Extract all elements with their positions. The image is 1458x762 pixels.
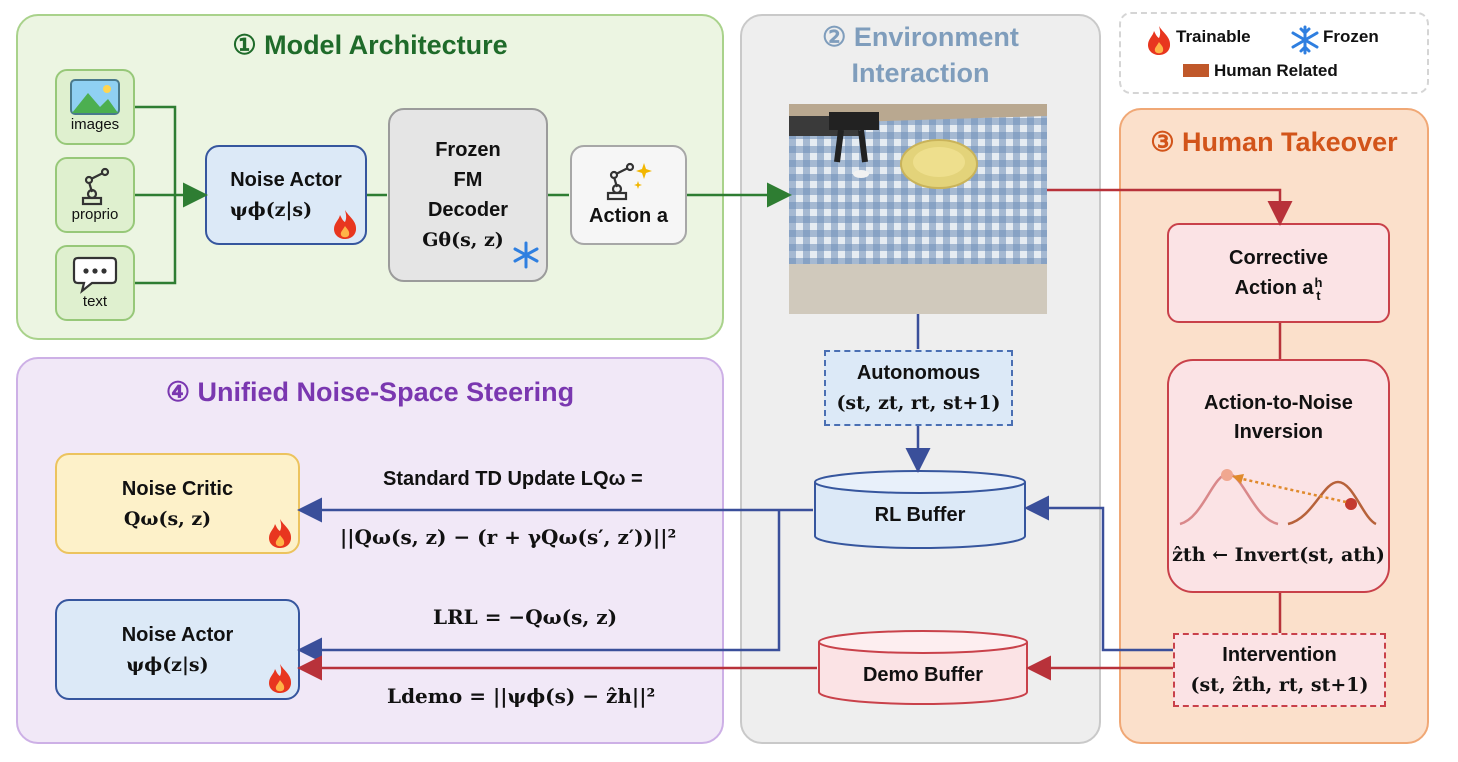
demo-loss-equation: Ldemo = ||ψϕ(s) − ẑh||² [387, 684, 656, 708]
autonomous-box: Autonomous (st, zt, rt, st+1) [824, 350, 1013, 426]
frozen-snowflake-icon [513, 241, 539, 269]
proprio-input-box: proprio [55, 157, 135, 233]
human-related-swatch [1183, 64, 1209, 77]
autonomous-tuple: (st, zt, rt, st+1) [836, 392, 1001, 414]
text-label: text [82, 293, 108, 310]
legend-frozen-label: Frozen [1323, 27, 1379, 46]
chat-bubble-icon [72, 256, 118, 294]
environment-title-line1: ② Environment [822, 22, 1019, 52]
trainable-flame-icon [1148, 26, 1171, 55]
noise-actor-bottom-box: Noise Actor ψϕ(z|s) [55, 599, 300, 700]
noise-actor-bottom-formula: ψϕ(z|s) [126, 653, 209, 676]
frozen-snowflake-icon [1291, 25, 1319, 55]
noise-critic-formula: Qω(s, z) [123, 507, 212, 530]
image-icon [70, 79, 120, 115]
decoder-formula: Gθ(s, z) [422, 229, 504, 251]
trainable-flame-icon [269, 519, 292, 548]
rl-buffer-label: RL Buffer [874, 504, 966, 526]
action-box: Action a [570, 145, 687, 245]
inversion-box [1167, 359, 1390, 593]
inversion-distribution-plot [1179, 469, 1377, 526]
trainable-flame-icon [334, 210, 357, 239]
inversion-formula: ẑth ← Invert(st, ath) [1172, 544, 1385, 566]
model-architecture-title: ① Model Architecture [232, 30, 508, 60]
action-label: Action a [589, 205, 668, 227]
demo-buffer-label: Demo Buffer [862, 664, 983, 686]
td-update-title: Standard TD Update LQω = [383, 468, 643, 490]
inversion-line1: Action-to-Noise [1204, 392, 1353, 414]
intervention-label: Intervention [1222, 644, 1337, 666]
decoder-line2: FM [453, 169, 483, 191]
corrective-line1: Corrective [1229, 247, 1328, 269]
intervention-box: Intervention (st, ẑth, rt, st+1) [1173, 633, 1386, 707]
demo-buffer-cylinder [818, 630, 1028, 705]
noise-critic-box: Noise Critic Qω(s, z) [55, 453, 300, 554]
noise-actor-bottom-label: Noise Actor [121, 623, 234, 646]
human-takeover-title: ③ Human Takeover [1150, 127, 1398, 157]
images-input-box: images [55, 69, 135, 145]
robot-scene-image [789, 104, 1047, 314]
rl-loss-equation: LRL = −Qω(s, z) [433, 605, 618, 629]
corrective-line2: Action a [1234, 277, 1314, 299]
text-input-box: text [55, 245, 135, 321]
robot-arm-sparkle-icon [606, 162, 652, 201]
images-label: images [70, 116, 120, 133]
autonomous-label: Autonomous [856, 362, 981, 384]
inversion-line2: Inversion [1234, 421, 1323, 443]
robot-arm-icon [81, 167, 110, 206]
td-update-equation: ||Qω(s, z) − (r + γQω(s′, z′))||² [340, 525, 677, 549]
proprio-label: proprio [71, 206, 119, 223]
legend [1119, 12, 1429, 94]
noise-space-title: ④ Unified Noise-Space Steering [165, 377, 575, 407]
decoder-line3: Decoder [427, 199, 509, 221]
frozen-decoder-box: Frozen FM Decoder Gθ(s, z) [388, 108, 548, 282]
decoder-line1: Frozen [435, 139, 501, 161]
trainable-flame-icon [269, 664, 292, 693]
legend-human-related-label: Human Related [1214, 61, 1338, 80]
corrective-superscript: h [1314, 274, 1323, 290]
legend-trainable-label: Trainable [1176, 27, 1251, 46]
noise-actor-top-formula: ψϕ(z|s) [229, 199, 313, 221]
corrective-subscript: t [1316, 287, 1321, 303]
noise-critic-label: Noise Critic [121, 477, 234, 500]
rl-buffer-cylinder [814, 470, 1026, 549]
noise-actor-top-label: Noise Actor [230, 169, 342, 191]
environment-title-line2: Interaction [851, 58, 990, 88]
intervention-tuple: (st, ẑth, rt, st+1) [1190, 674, 1369, 696]
